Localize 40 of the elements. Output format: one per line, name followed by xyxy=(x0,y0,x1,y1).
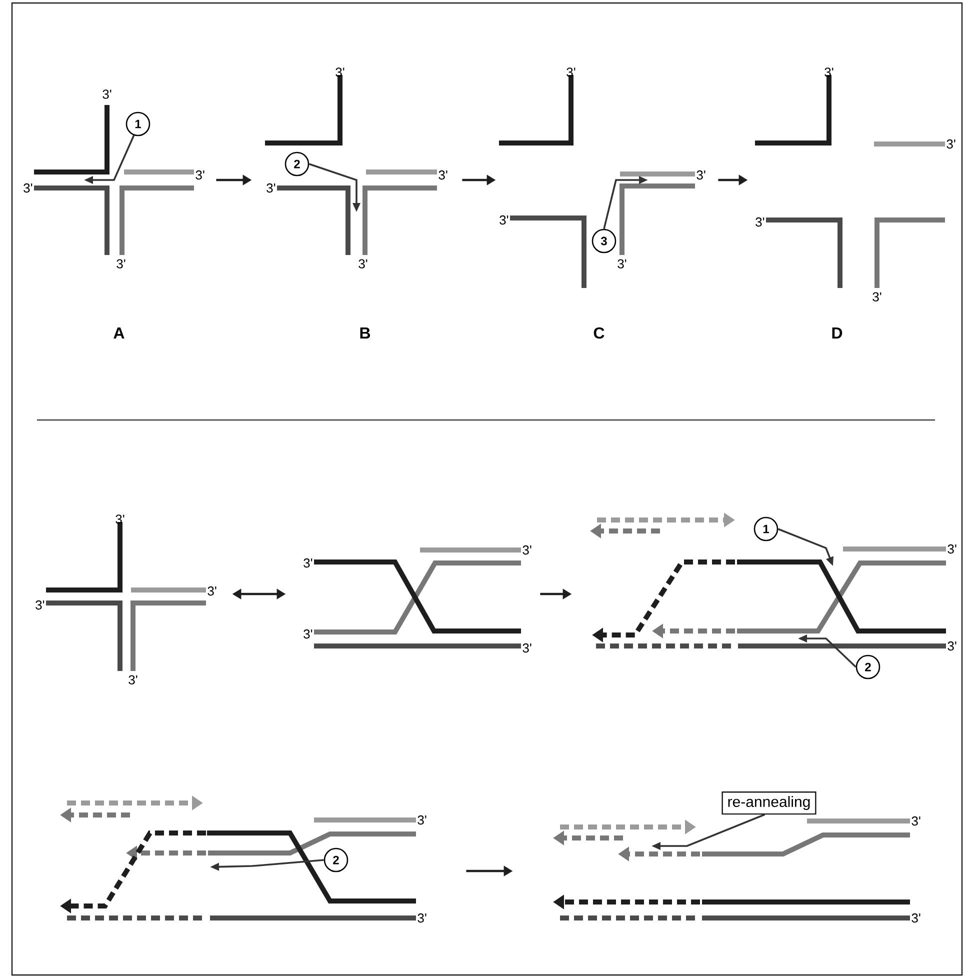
strand-end-label: 3' xyxy=(418,913,426,923)
strand-end-label: 3' xyxy=(116,259,126,268)
strand-end-label: 3' xyxy=(912,913,920,923)
strand-end-label: 3' xyxy=(618,259,626,268)
stage-letter: C xyxy=(594,327,604,339)
callout-number: 3 xyxy=(592,228,616,254)
callout-number: 1 xyxy=(126,112,150,136)
strand-end-label: 3' xyxy=(948,544,956,554)
strand-end-label: 3' xyxy=(824,68,834,77)
callout-number: 2 xyxy=(284,152,310,176)
strand-end-label: 3' xyxy=(522,545,532,555)
strand-drawing xyxy=(755,75,945,288)
strand-end-label: 3' xyxy=(500,215,508,225)
strand-drawing xyxy=(499,75,695,288)
strand-drawing xyxy=(265,75,437,255)
stage-letter: A xyxy=(114,328,124,339)
strand-drawing xyxy=(46,522,206,671)
strand-end-label: 3' xyxy=(358,259,368,268)
stage-letter: D xyxy=(832,328,842,339)
strand-end-label: 3' xyxy=(522,643,532,653)
strand-end-label: 3' xyxy=(102,90,112,99)
strand-end-label: 3' xyxy=(756,217,764,227)
strand-end-label: 3' xyxy=(196,170,204,180)
strand-end-label: 3' xyxy=(566,68,576,77)
strand-end-label: 3' xyxy=(418,815,426,825)
strand-end-label: 3' xyxy=(696,170,706,180)
callout-number: 1 xyxy=(754,516,778,542)
strand-end-label: 3' xyxy=(438,170,448,180)
strand-end-label: 3' xyxy=(912,816,920,826)
strand-drawing xyxy=(34,105,194,255)
strand-end-label: 3' xyxy=(948,641,956,651)
callout-number: 2 xyxy=(856,654,880,680)
strand-end-label: 3' xyxy=(266,183,276,193)
strand-end-label: 3' xyxy=(336,68,344,77)
callout-number: 2 xyxy=(324,848,348,872)
callout-box: re-annealing xyxy=(722,791,816,815)
stage-letter: B xyxy=(360,328,370,339)
strand-end-label: 3' xyxy=(116,514,124,524)
strand-end-label: 3' xyxy=(24,183,32,193)
strand-drawing xyxy=(314,548,521,648)
